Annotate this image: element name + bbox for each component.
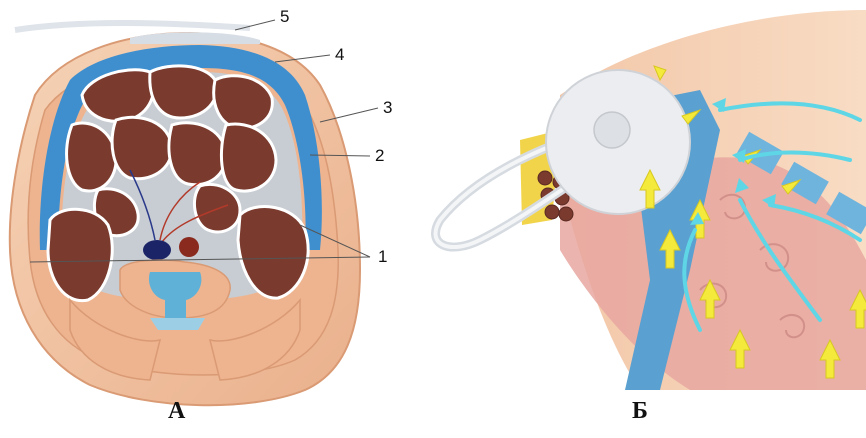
panel-a-caption: А bbox=[168, 398, 185, 425]
callout-5: 5 bbox=[280, 7, 289, 26]
panel-a-cross-section: 5 4 3 2 1 bbox=[10, 7, 393, 405]
callout-4: 4 bbox=[335, 45, 344, 64]
callout-3: 3 bbox=[383, 98, 392, 117]
panel-b-side-view bbox=[436, 10, 866, 390]
panel-b-caption: Б bbox=[632, 398, 648, 425]
inferior-vena-cava bbox=[143, 240, 171, 260]
callout-1: 1 bbox=[378, 247, 387, 266]
track-pad-center bbox=[594, 112, 630, 148]
vacuum-tube bbox=[15, 23, 250, 30]
dressing-film bbox=[130, 32, 260, 44]
callout-2: 2 bbox=[375, 146, 384, 165]
aorta bbox=[179, 237, 199, 257]
